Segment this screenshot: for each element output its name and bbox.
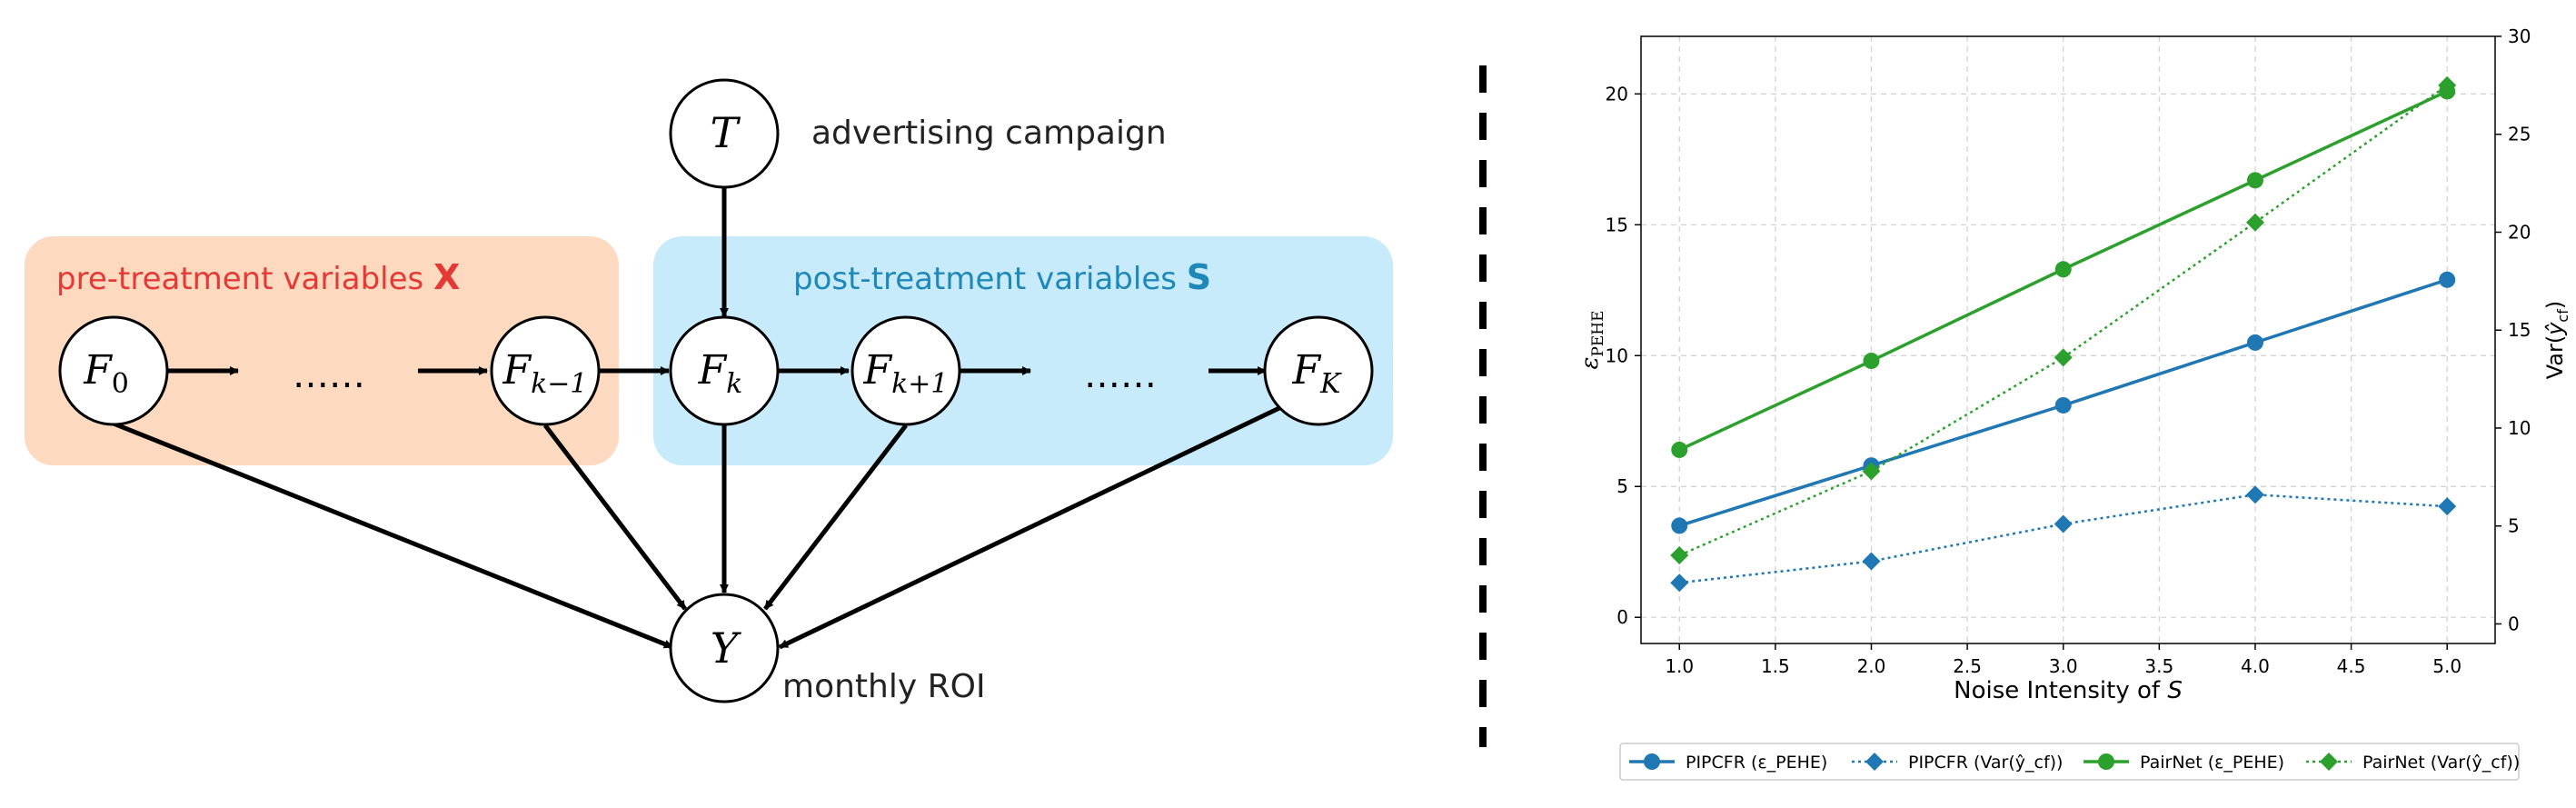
data-point	[2438, 75, 2457, 95]
Y-caption: monthly ROI	[782, 668, 986, 705]
data-point	[2438, 497, 2457, 516]
legend-label: PIPCFR (ε_PEHE)	[1686, 753, 1827, 773]
data-point	[2246, 334, 2263, 351]
data-point	[1863, 353, 1880, 370]
plot-area	[1641, 36, 2495, 643]
data-point	[2054, 396, 2072, 414]
legend-frame	[1619, 743, 2520, 781]
data-point	[1862, 552, 1881, 571]
svg-text:Fk−1: Fk−1	[502, 347, 588, 400]
data-point	[2054, 514, 2073, 534]
y-right-tick-label: 25	[2508, 124, 2531, 145]
svg-text:Fk: Fk	[698, 347, 743, 400]
y-right-tick-label: 20	[2508, 221, 2531, 243]
x-tick-label: 4.5	[2337, 655, 2366, 677]
node-Y: Y	[669, 593, 780, 703]
x-tick-label: 5.0	[2432, 655, 2462, 677]
x-axis-label: Noise Intensity of S	[1954, 677, 2183, 704]
y-right-tick-label: 5	[2508, 515, 2520, 537]
y-left-tick-label: 15	[1606, 214, 1628, 235]
legend-entry-2: PairNet (ε_PEHE)	[2084, 753, 2284, 773]
legend-label: PIPCFR (Var(ŷ_cf))	[1908, 753, 2063, 773]
legend-entries: PIPCFR (ε_PEHE) PIPCFR (Var(ŷ_cf)) PairNet…	[1629, 753, 2520, 773]
data-point	[2245, 485, 2264, 504]
data-point	[1670, 546, 1689, 565]
T-caption: advertising campaign	[811, 115, 1167, 152]
y-right-tick-label: 15	[2508, 319, 2531, 341]
data-point	[2054, 348, 2073, 367]
data-point	[1862, 462, 1881, 481]
series-3	[1670, 75, 2457, 565]
edge-Fkplus1-Y	[763, 424, 908, 611]
x-tick-label: 2.0	[1857, 655, 1886, 677]
post-treatment-group	[653, 236, 1393, 465]
node-Fk-minus-1: Fk−1	[490, 315, 601, 426]
chart: 1.0 1.5 2.0 2.5 3.0 3.5 4.0 4.5 5.0 0 5 10 15 20 0 5 1…	[1576, 25, 2571, 781]
y-right-ticks: 0 5 10 15 20 25 30	[2495, 25, 2531, 634]
x-tick-label: 1.0	[1665, 655, 1694, 677]
edge-Fk1-Y	[543, 424, 687, 611]
svg-text:T: T	[711, 108, 741, 157]
y-right-axis-label: Var(ŷcf)	[2542, 301, 2571, 380]
x-tick-label: 3.0	[2049, 655, 2078, 677]
svg-text:Fk+1: Fk+1	[863, 347, 949, 400]
x-tick-label: 1.5	[1761, 655, 1790, 677]
edges	[113, 187, 1283, 650]
node-Fk-plus-1: Fk+1	[850, 315, 961, 426]
svg-text:Y: Y	[711, 623, 742, 673]
svg-text:F0: F0	[83, 347, 129, 400]
x-ticks: 1.0 1.5 2.0 2.5 3.0 3.5 4.0 4.5 5.0	[1665, 643, 2462, 677]
pre-treatment-label: pre-treatment variables X	[56, 257, 460, 297]
legend: PIPCFR (ε_PEHE) PIPCFR (Var(ŷ_cf)) PairNet…	[1619, 743, 2520, 781]
pre-treatment-symbol: X	[433, 257, 460, 297]
edge-F0-Y	[113, 421, 673, 650]
y-left-tick-label: 10	[1606, 344, 1628, 366]
data-point	[2245, 213, 2264, 232]
node-FK: FK	[1263, 315, 1374, 426]
legend-entry-1: PIPCFR (Var(ŷ_cf))	[1852, 753, 2063, 773]
y-left-ticks: 0 5 10 15 20	[1606, 83, 1641, 628]
series-1	[1670, 485, 2457, 593]
plot-frame	[1640, 35, 2496, 644]
causal-diagram: pre-treatment variables X post-treatment…	[25, 78, 1393, 705]
pre-treatment-group	[25, 236, 619, 465]
series-0	[1671, 271, 2456, 534]
data-point	[1671, 441, 1688, 458]
data-point	[2439, 271, 2456, 288]
node-F0: F0	[58, 315, 169, 426]
y-right-tick-label: 30	[2508, 25, 2531, 47]
x-tick-label: 3.5	[2144, 655, 2173, 677]
legend-label: PairNet (Var(ŷ_cf))	[2362, 753, 2520, 773]
y-left-tick-label: 20	[1606, 83, 1628, 105]
legend-entry-3: PairNet (Var(ŷ_cf))	[2306, 753, 2520, 773]
y-left-axis-label: εPEHE	[1576, 310, 1607, 369]
ellipsis-right: ……	[1084, 354, 1157, 396]
svg-text:FK: FK	[1292, 347, 1343, 400]
y-right-tick-label: 0	[2508, 613, 2520, 634]
legend-label: PairNet (ε_PEHE)	[2140, 753, 2284, 773]
node-T: T	[669, 78, 780, 189]
edge-FK-Y	[778, 404, 1283, 650]
y-left-tick-label: 0	[1616, 606, 1628, 628]
legend-entry-0: PIPCFR (ε_PEHE)	[1629, 753, 1827, 773]
data-point	[1671, 517, 1688, 534]
ellipsis-left: ……	[293, 354, 365, 396]
post-treatment-symbol: S	[1187, 257, 1211, 297]
x-tick-label: 2.5	[1953, 655, 1982, 677]
legend-swatch-marker	[1644, 753, 1660, 770]
node-Fk: Fk	[669, 315, 780, 426]
data-point	[2246, 172, 2263, 189]
post-treatment-label: post-treatment variables S	[793, 257, 1211, 297]
legend-swatch-marker	[1865, 753, 1884, 771]
y-left-tick-label: 5	[1616, 475, 1628, 497]
legend-swatch-marker	[2098, 753, 2114, 770]
series-layer	[1670, 75, 2457, 593]
data-point	[1670, 574, 1689, 593]
x-tick-label: 4.0	[2241, 655, 2270, 677]
legend-swatch-marker	[2320, 753, 2338, 771]
data-point	[2054, 261, 2072, 278]
y-right-tick-label: 10	[2508, 417, 2531, 439]
